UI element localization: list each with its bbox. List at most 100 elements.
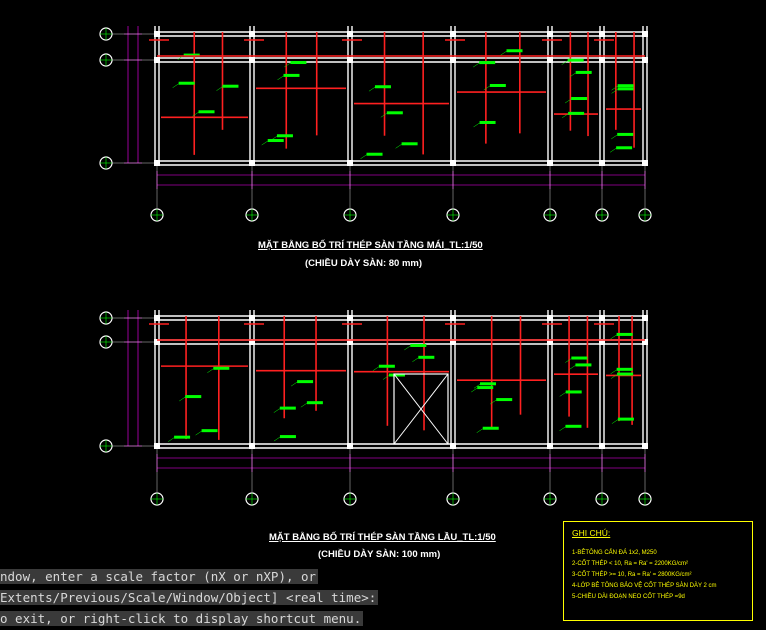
column: [249, 339, 255, 345]
rebar-leader: [610, 374, 618, 379]
column: [547, 443, 553, 449]
rebar-leader: [569, 72, 576, 78]
rebar-callout: [565, 390, 582, 394]
rebar-leader: [473, 122, 480, 128]
rebar-callout: [185, 395, 202, 399]
rebar-callout: [617, 87, 634, 91]
command-prompt-line[interactable]: o exit, or right-click to display shortc…: [0, 611, 364, 626]
rebar-leader: [473, 384, 481, 389]
rebar-leader: [611, 134, 618, 140]
rebar-callout: [617, 372, 634, 376]
rebar-callout: [279, 435, 296, 439]
rebar-leader: [395, 144, 402, 149]
column: [450, 160, 456, 166]
column: [249, 31, 255, 37]
rebar-leader: [300, 402, 308, 408]
column: [547, 160, 553, 166]
rebar-callout: [279, 406, 296, 410]
rebar-callout: [575, 70, 592, 74]
rebar-leader: [611, 85, 618, 91]
rebar-leader: [277, 75, 284, 81]
command-history-line: ndow, enter a scale factor (nX or nXP), …: [0, 569, 319, 584]
rebar-callout: [374, 85, 391, 89]
column: [347, 31, 353, 37]
rebar-leader: [610, 334, 617, 340]
rebar-leader: [382, 375, 390, 380]
rebar-leader: [565, 358, 572, 363]
rebar-leader: [561, 60, 568, 65]
top-plan-subtitle: (CHIỀU DÀY SÀN: 80 mm): [305, 258, 423, 269]
bottom-plan-title: MẶT BẰNG BỐ TRÍ THÉP SÀN TẦNG LẦU_TL:1/5…: [269, 532, 496, 543]
rebar-callout: [571, 97, 588, 101]
column: [599, 57, 605, 63]
rebar-leader: [172, 83, 179, 88]
shaft-outline: [393, 373, 449, 445]
rebar-callout: [401, 142, 418, 146]
rebar-callout: [479, 61, 496, 65]
rebar-leader: [380, 113, 387, 118]
rebar-leader: [270, 136, 278, 141]
rebar-leader: [611, 419, 619, 424]
rebar-callout: [198, 110, 215, 114]
roof-floor-plan: [99, 26, 652, 222]
rebar-leader: [471, 387, 478, 393]
column: [154, 443, 160, 449]
rebar-callout: [575, 363, 592, 367]
column: [547, 339, 553, 345]
note-line: 3-CỐT THÉP >= 10, Ra = Ra' = 2800KG/cm²: [572, 572, 692, 578]
rebar-leader: [490, 399, 497, 405]
rebar-leader: [609, 148, 617, 153]
column: [547, 57, 553, 63]
notes-title: GHI CHÚ:: [572, 528, 611, 538]
rebar-callout: [283, 73, 300, 77]
column: [642, 160, 648, 166]
bottom-plan-subtitle: (CHIỀU DÀY SÀN: 100 mm): [318, 549, 441, 560]
column: [642, 339, 648, 345]
rebar-callout: [567, 58, 584, 62]
rebar-leader: [412, 357, 419, 363]
column: [154, 160, 160, 166]
rebar-leader: [564, 98, 572, 104]
rebar-callout: [306, 401, 323, 405]
rebar-leader: [611, 89, 618, 94]
rebar-callout: [267, 139, 284, 143]
rebar-leader: [216, 86, 223, 91]
rebar-callout: [479, 120, 496, 124]
rebar-callout: [616, 146, 633, 150]
general-notes-box: GHI CHÚ: 1-BÊTÔNG CẤN ĐÁ 1x2, M250 2-CỐT…: [563, 521, 753, 621]
rebar-callout: [506, 49, 523, 53]
column: [450, 315, 456, 321]
column: [599, 339, 605, 345]
top-plan-title: MẶT BẰNG BỐ TRÍ THÉP SÀN TẦNG MÁI_TL:1/5…: [258, 240, 483, 251]
column: [599, 315, 605, 321]
column: [347, 315, 353, 321]
rebar-callout: [489, 83, 506, 87]
rebar-callout: [290, 61, 307, 65]
rebar-leader: [207, 368, 214, 373]
rebar-callout: [482, 426, 499, 430]
rebar-callout: [571, 356, 588, 360]
column: [249, 315, 255, 321]
column: [347, 339, 353, 345]
rebar-leader: [273, 436, 281, 442]
column: [450, 339, 456, 345]
rebar-leader: [372, 366, 380, 371]
column: [249, 57, 255, 63]
rebar-callout: [568, 111, 585, 115]
column: [599, 31, 605, 37]
rebar-callout: [418, 355, 435, 359]
rebar-leader: [261, 140, 268, 146]
rebar-callout: [480, 382, 497, 386]
rebar-callout: [496, 398, 513, 402]
rebar-callout: [617, 132, 634, 136]
column: [154, 315, 160, 321]
column: [347, 160, 353, 166]
rebar-leader: [500, 51, 507, 56]
rebar-callout: [222, 84, 239, 88]
column: [154, 339, 160, 345]
column: [450, 57, 456, 63]
rebar-leader: [290, 381, 298, 387]
rebar-leader: [483, 85, 490, 91]
